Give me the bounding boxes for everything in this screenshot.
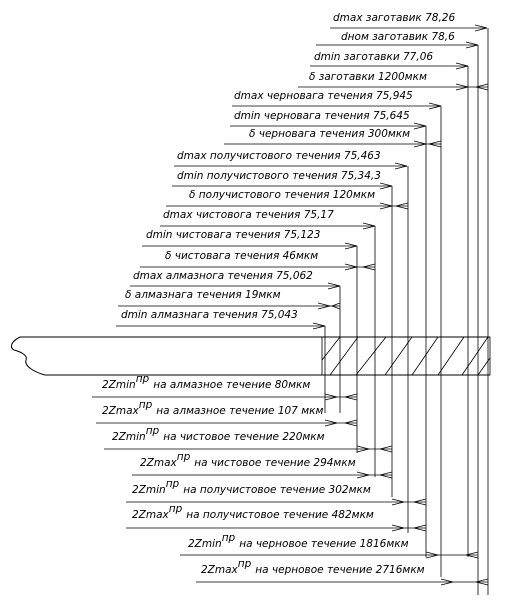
svg-text:dmin получистового течения 75,: dmin получистового течения 75,34,3 bbox=[177, 170, 381, 182]
label-dmax-chernovogo: dmax черновага течения 75,945 bbox=[232, 90, 442, 110]
label-dmin-poluchistovogo: dmin получистового течения 75,34,3 bbox=[172, 170, 393, 190]
label-dmin-chernovogo: dmin черновага течения 75,645 bbox=[230, 110, 427, 130]
label-delta-chistovogo: δ чистовага течения 46мкм bbox=[140, 250, 376, 271]
label-dmin-zagotovki: dmin заготавки 77,06 bbox=[310, 51, 469, 70]
svg-text:dmax чистовога течения 75,17: dmax чистовога течения 75,17 bbox=[163, 209, 334, 221]
svg-text:dmin заготавки 77,06: dmin заготавки 77,06 bbox=[314, 51, 433, 63]
svg-text:δ получистового течения 120мкм: δ получистового течения 120мкм bbox=[189, 189, 375, 201]
vertical-extension-lines bbox=[324, 28, 489, 595]
label-delta-poluchistovogo: δ получистового течения 120мкм bbox=[166, 189, 409, 210]
svg-text:dmin чистовага течения 75,123: dmin чистовага течения 75,123 bbox=[146, 229, 320, 241]
label-dmax-chistovogo: dmax чистовога течения 75,17 bbox=[160, 209, 376, 230]
svg-text:dmax черновага течения 75,945: dmax черновага течения 75,945 bbox=[234, 90, 413, 102]
label-dmin-almaznogo: dmin алмазнага течения 75,043 bbox=[116, 309, 326, 330]
svg-text:dmax алмазнога течения 75,062: dmax алмазнога течения 75,062 bbox=[133, 270, 313, 282]
svg-text:δ заготавки 1200мкм: δ заготавки 1200мкм bbox=[309, 71, 427, 83]
label-delta-chernovogo: δ черновага течения 300мкм bbox=[224, 128, 442, 148]
label-dmax-almaznogo: dmax алмазнога течения 75,062 bbox=[130, 270, 341, 290]
label-dmax-zagotovki: dmax заготавик 78,26 bbox=[330, 12, 488, 32]
part-outline bbox=[11, 336, 490, 376]
svg-text:δ черновага течения 300мкм: δ черновага течения 300мкм bbox=[249, 128, 410, 140]
svg-text:dmax получистового течения 75,: dmax получистового течения 75,463 bbox=[177, 150, 381, 162]
top-dimensions: dmax заготавик 78,26 dном заготавик 78,6… bbox=[116, 12, 489, 330]
svg-text:dном заготавик 78,6: dном заготавик 78,6 bbox=[341, 31, 455, 43]
label-delta-zagotovki: δ заготавки 1200мкм bbox=[298, 71, 489, 91]
label-dnom-zagotovki: dном заготавик 78,6 bbox=[316, 31, 479, 49]
label-dmin-chistovogo: dmin чистовага течения 75,123 bbox=[142, 229, 358, 250]
label-dmax-poluchistovogo: dmax получистового течения 75,463 bbox=[174, 150, 408, 170]
label-delta-almaznogo: δ алмазнага течения 19мкм bbox=[118, 289, 341, 310]
stock-hatching bbox=[321, 336, 491, 376]
svg-text:δ чистовага течения 46мкм: δ чистовага течения 46мкм bbox=[165, 250, 318, 262]
svg-text:dmin черновага течения 75,645: dmin черновага течения 75,645 bbox=[234, 110, 410, 122]
svg-text:dmax заготавик 78,26: dmax заготавик 78,26 bbox=[333, 12, 455, 24]
svg-text:dmin алмазнага течения 75,043: dmin алмазнага течения 75,043 bbox=[121, 309, 298, 321]
svg-text:δ алмазнага течения 19мкм: δ алмазнага течения 19мкм bbox=[125, 289, 281, 301]
